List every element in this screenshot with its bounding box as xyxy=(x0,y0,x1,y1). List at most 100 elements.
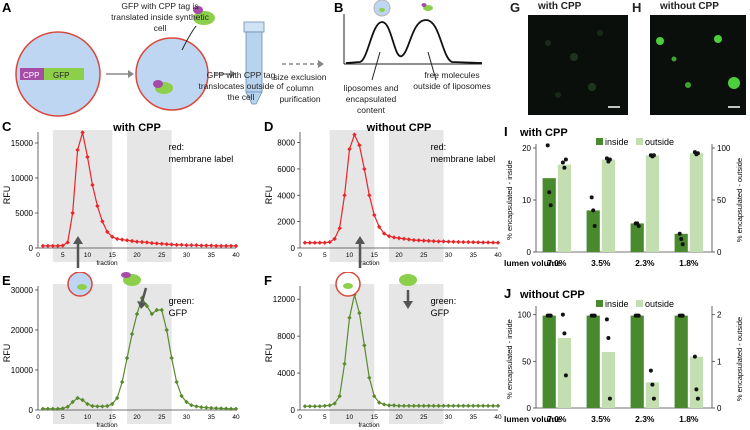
data-point xyxy=(426,238,431,244)
data-point xyxy=(159,241,164,246)
data-point xyxy=(490,403,496,409)
y-tick-label: 30000 xyxy=(11,286,34,295)
dot-inside xyxy=(548,313,553,318)
data-point xyxy=(60,243,65,248)
data-point xyxy=(164,241,169,247)
data-point xyxy=(337,226,342,231)
dot-inside xyxy=(548,203,553,208)
x-tick-label: 15 xyxy=(109,414,117,421)
legend-label-outside: outside xyxy=(645,299,674,309)
data-point xyxy=(347,315,352,320)
data-point xyxy=(223,243,229,249)
series-line xyxy=(42,132,236,247)
x-tick-label: 15 xyxy=(371,414,379,421)
left-y-tick-label: 0 xyxy=(527,248,532,257)
data-point xyxy=(456,239,461,245)
x-tick-label: 5 xyxy=(323,252,327,259)
dot-inside xyxy=(679,237,684,241)
legend-swatch-inside xyxy=(596,300,603,307)
panel-letter-b: B xyxy=(334,0,343,15)
x-tick-label: 30 xyxy=(183,252,191,259)
data-point xyxy=(322,403,327,409)
y-tick-label: 12000 xyxy=(273,295,296,304)
data-point xyxy=(312,240,318,245)
x-tick-label: 40 xyxy=(494,414,502,421)
dot-inside xyxy=(680,242,685,247)
data-point xyxy=(144,303,150,309)
data-point xyxy=(317,240,322,245)
x-axis-label: lumen volume xyxy=(504,258,561,268)
y-tick-label: 10000 xyxy=(11,174,34,183)
data-point xyxy=(40,406,46,411)
x-tick-label: 10 xyxy=(84,414,92,421)
bar-outside xyxy=(645,382,659,408)
x-axis-label: fraction xyxy=(358,260,380,267)
data-point xyxy=(446,403,451,409)
shaded-band-1 xyxy=(127,130,172,262)
data-point xyxy=(164,327,169,333)
y-tick-label: 20000 xyxy=(11,326,34,335)
x-tick-label: 15 xyxy=(371,252,379,259)
cpp-molecule-inside xyxy=(153,80,163,88)
data-point xyxy=(149,311,155,317)
f-free-gfp-icon xyxy=(399,274,417,286)
category-label: 7.0% xyxy=(547,258,567,268)
data-point xyxy=(194,243,199,248)
bar-outside xyxy=(689,153,703,252)
dot-inside xyxy=(547,190,552,195)
dot-outside xyxy=(560,160,565,165)
panel-letter-e: E xyxy=(2,273,11,288)
y-axis-label: RFU xyxy=(2,186,12,205)
category-label: 2.3% xyxy=(635,414,655,424)
data-point xyxy=(357,310,362,316)
b-right-label: free molecules outside of liposomes xyxy=(413,70,491,91)
shaded-band-0 xyxy=(52,130,113,262)
legend-label-inside: inside xyxy=(605,299,629,309)
data-point xyxy=(302,404,308,409)
data-point xyxy=(199,405,204,410)
translocates-text: GFP with CPP tag translocates outside of… xyxy=(198,70,284,102)
annotation-line-1: green: xyxy=(169,296,195,306)
data-point xyxy=(129,238,135,244)
data-point xyxy=(100,219,105,224)
data-point xyxy=(451,239,456,245)
annotation-line-1: green: xyxy=(431,296,457,306)
left-y-axis-label: % encapsulated - inside xyxy=(505,160,514,240)
bar-inside xyxy=(542,178,556,252)
x-tick-label: 30 xyxy=(445,252,453,259)
data-point xyxy=(391,235,397,240)
y-axis-label: RFU xyxy=(264,344,274,363)
column-top xyxy=(243,21,265,33)
data-point xyxy=(214,243,219,249)
data-point xyxy=(480,240,486,245)
y-tick-label: 4000 xyxy=(277,369,295,378)
dot-outside xyxy=(607,396,612,401)
chart-title: with CPP xyxy=(112,122,161,134)
microscopy-g xyxy=(528,15,628,115)
data-point xyxy=(416,403,421,409)
data-point xyxy=(194,404,199,409)
data-point xyxy=(441,403,446,409)
data-point xyxy=(110,401,115,407)
x-tick-label: 0 xyxy=(36,252,40,259)
x-tick-label: 0 xyxy=(298,252,302,259)
dot-outside xyxy=(604,156,609,161)
data-point xyxy=(50,243,56,249)
x-tick-label: 40 xyxy=(232,252,240,259)
y-axis-label: RFU xyxy=(264,186,274,205)
y-tick-label: 15000 xyxy=(11,139,34,148)
x-tick-label: 20 xyxy=(395,414,403,421)
cpp-molecule-outside xyxy=(193,6,203,14)
legend-label-inside: inside xyxy=(605,137,629,147)
x-tick-label: 25 xyxy=(420,414,428,421)
x-axis-label: fraction xyxy=(96,260,118,267)
dot-outside xyxy=(695,396,700,401)
data-point xyxy=(184,399,189,405)
data-point xyxy=(70,399,75,405)
data-point xyxy=(115,236,120,242)
data-point xyxy=(154,241,159,246)
data-point xyxy=(322,240,327,245)
